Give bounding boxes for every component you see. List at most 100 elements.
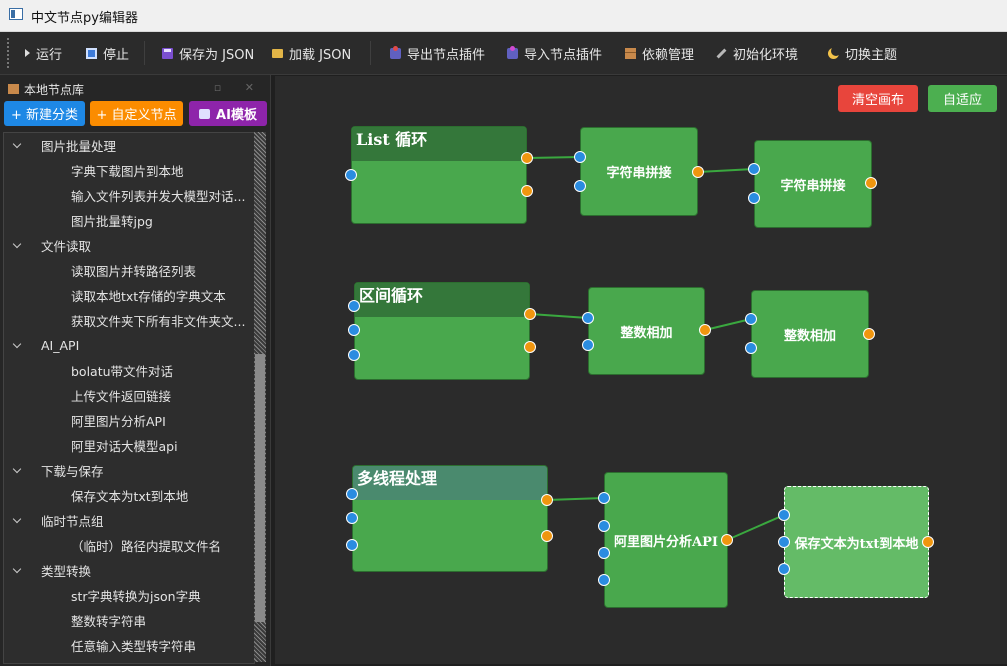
- chevron-down-icon[interactable]: [12, 464, 22, 474]
- tree-item[interactable]: 阿里对话大模型api: [4, 433, 254, 458]
- input-port[interactable]: [348, 349, 360, 361]
- output-port[interactable]: [699, 324, 711, 336]
- tree-item-label: 阿里对话大模型api: [71, 439, 178, 454]
- init-env-button[interactable]: 初始化环境: [716, 44, 799, 63]
- output-port[interactable]: [721, 534, 733, 546]
- tree-item-label: 任意输入类型转字符串: [71, 639, 197, 654]
- input-port[interactable]: [346, 539, 358, 551]
- tree-category[interactable]: AI_API: [4, 333, 254, 358]
- tree-item[interactable]: 读取图片并转路径列表: [4, 258, 254, 283]
- fit-view-button[interactable]: 自适应: [928, 85, 997, 112]
- input-port[interactable]: [748, 192, 760, 204]
- output-port[interactable]: [922, 536, 934, 548]
- input-port[interactable]: [348, 300, 360, 312]
- node-int-add-2[interactable]: 整数相加: [751, 290, 869, 378]
- node-range-loop[interactable]: 区间循环: [354, 282, 530, 380]
- node-string-join-2[interactable]: 字符串拼接: [754, 140, 872, 228]
- save-json-button[interactable]: 保存为 JSON: [162, 44, 254, 63]
- tree-category[interactable]: 下载与保存: [4, 458, 254, 483]
- input-port[interactable]: [346, 488, 358, 500]
- input-port[interactable]: [346, 512, 358, 524]
- input-port[interactable]: [598, 520, 610, 532]
- tree-item[interactable]: 读取本地txt存储的字典文本: [4, 283, 254, 308]
- tree-item[interactable]: 获取文件夹下所有非文件夹文...: [4, 308, 254, 333]
- import-plugin-button[interactable]: 导入节点插件: [507, 44, 602, 63]
- tree-item[interactable]: 任意输入类型转字符串: [4, 633, 254, 658]
- node-save-txt-selected[interactable]: 保存文本为txt到本地: [784, 486, 929, 598]
- chevron-down-icon[interactable]: [12, 564, 22, 574]
- output-port[interactable]: [521, 185, 533, 197]
- tree-item[interactable]: （临时）路径内提取文件名: [4, 533, 254, 558]
- theme-button[interactable]: 切换主题: [828, 44, 897, 63]
- node-int-add-1[interactable]: 整数相加: [588, 287, 705, 375]
- tree-item[interactable]: 整数转字符串: [4, 608, 254, 633]
- tree-item[interactable]: bolatu带文件对话: [4, 358, 254, 383]
- input-port[interactable]: [745, 313, 757, 325]
- tree-category[interactable]: 类型转换: [4, 558, 254, 583]
- input-port[interactable]: [574, 151, 586, 163]
- node-list-loop[interactable]: List 循环: [351, 126, 527, 224]
- node-string-join-1[interactable]: 字符串拼接: [580, 127, 698, 216]
- input-port[interactable]: [778, 563, 790, 575]
- input-port[interactable]: [582, 312, 594, 324]
- dock-window-buttons[interactable]: ▫ ✕: [213, 81, 264, 94]
- toolbar-grip[interactable]: [7, 38, 11, 68]
- load-json-button[interactable]: 加载 JSON: [272, 44, 351, 63]
- tree-category[interactable]: 临时节点组: [4, 508, 254, 533]
- output-port[interactable]: [692, 166, 704, 178]
- output-port[interactable]: [521, 152, 533, 164]
- input-port[interactable]: [778, 536, 790, 548]
- init-env-label: 初始化环境: [733, 47, 799, 63]
- export-icon: [390, 45, 401, 59]
- tree-category[interactable]: 图片批量处理: [4, 133, 254, 158]
- input-port[interactable]: [574, 180, 586, 192]
- tree-item[interactable]: 输入文件列表并发大模型对话...: [4, 183, 254, 208]
- output-port[interactable]: [541, 530, 553, 542]
- node-ali-image-api[interactable]: 阿里图片分析API: [604, 472, 728, 608]
- input-port[interactable]: [745, 342, 757, 354]
- tree-item[interactable]: 上传文件返回链接: [4, 383, 254, 408]
- scrollbar-thumb[interactable]: [255, 354, 265, 622]
- input-port[interactable]: [748, 163, 760, 175]
- tree-item[interactable]: 保存文本为txt到本地: [4, 483, 254, 508]
- input-port[interactable]: [598, 547, 610, 559]
- node-title: 字符串拼接: [780, 178, 846, 194]
- input-port[interactable]: [598, 574, 610, 586]
- input-port[interactable]: [778, 509, 790, 521]
- node-title: 整数相加: [620, 325, 673, 341]
- output-port[interactable]: [865, 177, 877, 189]
- output-port[interactable]: [524, 308, 536, 320]
- chevron-down-icon[interactable]: [12, 139, 22, 149]
- tree-category-label: 图片批量处理: [41, 139, 117, 154]
- node-multithread[interactable]: 多线程处理: [352, 465, 548, 572]
- chevron-down-icon[interactable]: [12, 514, 22, 524]
- input-port[interactable]: [598, 492, 610, 504]
- input-port[interactable]: [345, 169, 357, 181]
- tree-item[interactable]: 图片批量转jpg: [4, 208, 254, 233]
- export-plugin-button[interactable]: 导出节点插件: [390, 44, 485, 63]
- input-port[interactable]: [582, 339, 594, 351]
- output-port[interactable]: [863, 328, 875, 340]
- tree-scrollbar[interactable]: [254, 132, 266, 662]
- deps-button[interactable]: 依赖管理: [625, 44, 694, 63]
- run-button[interactable]: 运行: [25, 44, 62, 63]
- output-port[interactable]: [524, 341, 536, 353]
- tree-item[interactable]: 字典下载图片到本地: [4, 158, 254, 183]
- chevron-down-icon[interactable]: [12, 339, 22, 349]
- toolbar: 运行 停止 保存为 JSON 加载 JSON 导出节点插件 导入节点插件 依赖管…: [0, 32, 1007, 75]
- output-port[interactable]: [541, 494, 553, 506]
- tree-item-label: （临时）路径内提取文件名: [71, 539, 222, 554]
- chevron-down-icon[interactable]: [12, 239, 22, 249]
- clear-canvas-button[interactable]: 清空画布: [838, 85, 918, 112]
- tree-item[interactable]: str字典转换为json字典: [4, 583, 254, 608]
- stop-button[interactable]: 停止: [86, 44, 129, 63]
- input-port[interactable]: [348, 324, 360, 336]
- tree-category[interactable]: 文件读取: [4, 233, 254, 258]
- node-title: List 循环: [352, 127, 526, 161]
- custom-node-button[interactable]: + 自定义节点: [90, 101, 183, 126]
- tree-item[interactable]: 阿里图片分析API: [4, 408, 254, 433]
- ai-template-button[interactable]: AI模板: [189, 101, 267, 126]
- app-icon: [9, 8, 23, 20]
- new-category-button[interactable]: + 新建分类: [4, 101, 85, 126]
